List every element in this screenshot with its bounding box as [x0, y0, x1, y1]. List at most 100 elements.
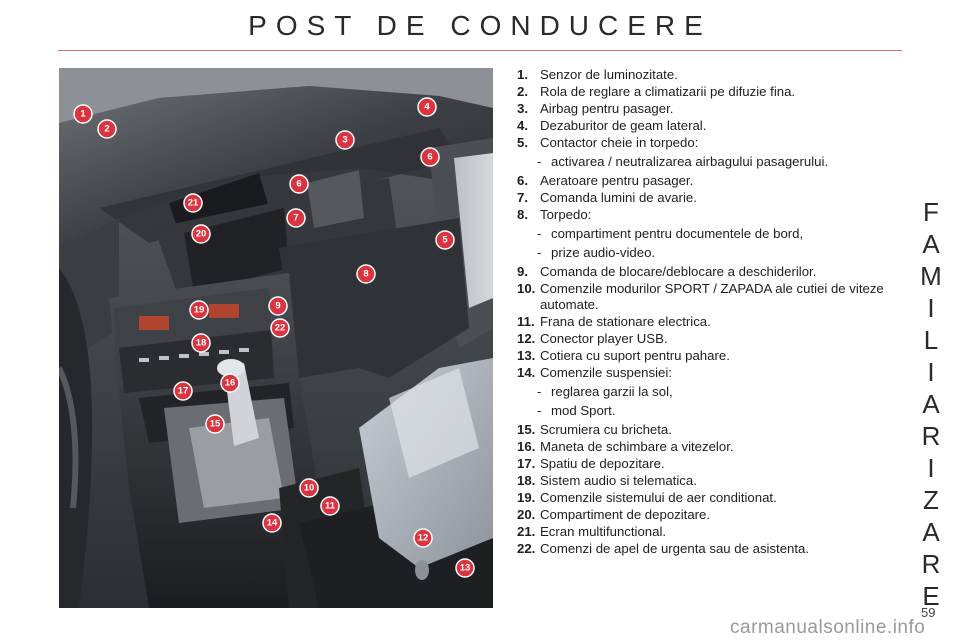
legend-item: 17. Spatiu de depozitare. [517, 456, 889, 472]
legend-item-text: Compartiment de depozitare. [540, 507, 711, 522]
legend-item-number: 9. [517, 264, 528, 279]
section-label-letter: I [927, 293, 935, 323]
legend-item: 12.Conector player USB. [517, 331, 889, 347]
legend-item-text: Aeratoare pentru pasager. [540, 173, 694, 188]
legend-item-number: 15. [517, 422, 536, 437]
legend-sub-item-text: prize audio-video. [551, 245, 656, 260]
marker-label: 4 [424, 102, 430, 113]
section-label-letter: R [921, 549, 941, 579]
marker-label: 18 [196, 338, 207, 349]
legend-item-number: 14. [517, 365, 536, 380]
legend-item: 2. Rola de reglare a climatizarii pe difu… [517, 84, 889, 100]
marker-label: 8 [363, 269, 368, 280]
legend-sub-item: -reglarea garzii la sol, [517, 384, 889, 400]
legend-item-number: 2. [517, 84, 528, 99]
legend-item: 8. Torpedo: [517, 207, 889, 223]
legend-item-number: 8. [517, 207, 528, 222]
legend-item-text: Contactor cheie in torpedo: [540, 135, 699, 150]
legend-item-text: Spatiu de depozitare. [540, 456, 665, 471]
legend-item-text: Comenzile sistemului de aer conditionat. [540, 490, 777, 505]
legend-item-text: Ecran multifunctional. [540, 524, 667, 539]
marker-label: 13 [460, 563, 471, 574]
marker-label: 3 [342, 135, 347, 146]
section-label-letter: Z [923, 485, 939, 515]
legend-item: 4. Dezaburitor de geam lateral. [517, 118, 889, 134]
legend-item-text: Comenzi de apel de urgenta sau de asiste… [540, 541, 810, 556]
marker-label: 7 [293, 213, 298, 224]
legend-item-text: Comanda lumini de avarie. [540, 190, 697, 205]
marker-label: 12 [418, 533, 429, 544]
section-label-letter: M [920, 261, 942, 291]
bullet-dash: - [537, 403, 542, 418]
legend-item-number: 5. [517, 135, 528, 150]
legend-item: 20. Compartiment de depozitare. [517, 507, 889, 523]
watermark: carmanualsonline.info [730, 617, 926, 638]
legend-sub-item-text: activarea / neutralizarea airbagului pas… [551, 154, 829, 169]
legend-item-number: 20. [517, 507, 536, 522]
legend-item-text: Dezaburitor de geam lateral. [540, 118, 707, 133]
legend-item-text: Frana de stationare electrica. [540, 314, 711, 329]
legend-item-number: 7. [517, 190, 528, 205]
section-label-letter: I [927, 453, 935, 483]
section-label-letter: R [921, 421, 941, 451]
marker-label: 10 [304, 483, 315, 494]
legend-item-number: 3. [517, 101, 528, 116]
legend-sub-item: -prize audio-video. [517, 245, 889, 261]
marker-label: 22 [275, 323, 286, 334]
page-title: POST DE CONDUCERE [248, 10, 712, 41]
legend-item-number: 18. [517, 473, 536, 488]
component-legend: 1. Senzor de luminozitate. 2. Rola de regla… [517, 67, 889, 558]
legend-item-number: 11. [517, 314, 535, 329]
legend-item: 6.Aeratoare pentru pasager. [517, 173, 889, 189]
bullet-dash: - [537, 245, 542, 260]
legend-item-text: Airbag pentru pasager. [540, 101, 674, 116]
legend-item-text: Scrumiera cu bricheta. [540, 422, 672, 437]
legend-item: 9. Comanda de blocare/deblocare a deschid… [517, 264, 889, 280]
legend-item: 1. Senzor de luminozitate. [517, 67, 889, 83]
legend-item: 11. Frana de stationare electrica. [517, 314, 889, 330]
marker-label: 15 [210, 419, 221, 430]
legend-item: 13. Cotiera cu suport pentru pahare. [517, 348, 889, 364]
section-label-letter: I [927, 357, 935, 387]
bullet-dash: - [537, 226, 542, 241]
legend-item-number: 10. [517, 281, 536, 296]
marker-label: 21 [188, 198, 199, 209]
legend-item-text: Cotiera cu suport pentru pahare. [540, 348, 730, 363]
legend-item-text: Rola de reglare a climatizarii pe difuzi… [540, 84, 796, 99]
legend-item-text: Comanda de blocare/deblocare a deschider… [540, 264, 817, 279]
marker-label: 19 [194, 305, 205, 316]
page-number: 59 [921, 605, 936, 620]
marker-label: 16 [225, 378, 236, 389]
legend-item-number: 4. [517, 118, 528, 133]
marker-label: 20 [196, 229, 207, 240]
bullet-dash: - [537, 384, 542, 399]
marker-group: 1 2 3 4 5 6 6 7 8 9 10 11 12 13 14 15 16… [73, 97, 475, 578]
marker-label: 1 [80, 109, 86, 120]
dashboard-photo: 1 2 3 4 5 6 6 7 8 9 10 11 12 13 14 15 16… [59, 68, 493, 608]
section-label-letter: A [922, 389, 940, 419]
legend-item-text: Torpedo: [540, 207, 592, 222]
legend-sub-item-text: reglarea garzii la sol, [551, 384, 673, 399]
marker-label: 6 [427, 152, 432, 163]
legend-item: 14.Comenzile suspensiei: [517, 365, 889, 381]
legend-item: 21. Ecran multifunctional. [517, 524, 889, 540]
legend-item-text: Senzor de luminozitate. [540, 67, 678, 82]
legend-item-number: 13. [517, 348, 536, 363]
legend-item: 15. Scrumiera cu bricheta. [517, 422, 889, 438]
legend-sub-item: -activarea / neutralizarea airbagului pa… [517, 154, 889, 170]
section-label-letter: E [922, 581, 940, 611]
legend-item-number: 17. [517, 456, 536, 471]
marker-label: 5 [442, 235, 448, 246]
legend-item: 3. Airbag pentru pasager. [517, 101, 889, 117]
legend-item: 18.Sistem audio si telematica. [517, 473, 889, 489]
legend-item-number: 21. [517, 524, 536, 539]
marker-label: 6 [296, 179, 301, 190]
section-label-letter: A [922, 229, 940, 259]
dashboard-illustration: 1 2 3 4 5 6 6 7 8 9 10 11 12 13 14 15 16… [59, 68, 493, 608]
legend-item-number: 1. [517, 67, 528, 82]
legend-sub-item-text: compartiment pentru documentele de bord, [551, 226, 804, 241]
legend-item: 7. Comanda lumini de avarie. [517, 190, 889, 206]
legend-item-text: Maneta de schimbare a vitezelor. [540, 439, 734, 454]
marker-label: 2 [104, 124, 109, 135]
legend-item-text: Comenzile modurilor SPORT / ZAPADA ale c… [540, 281, 884, 312]
